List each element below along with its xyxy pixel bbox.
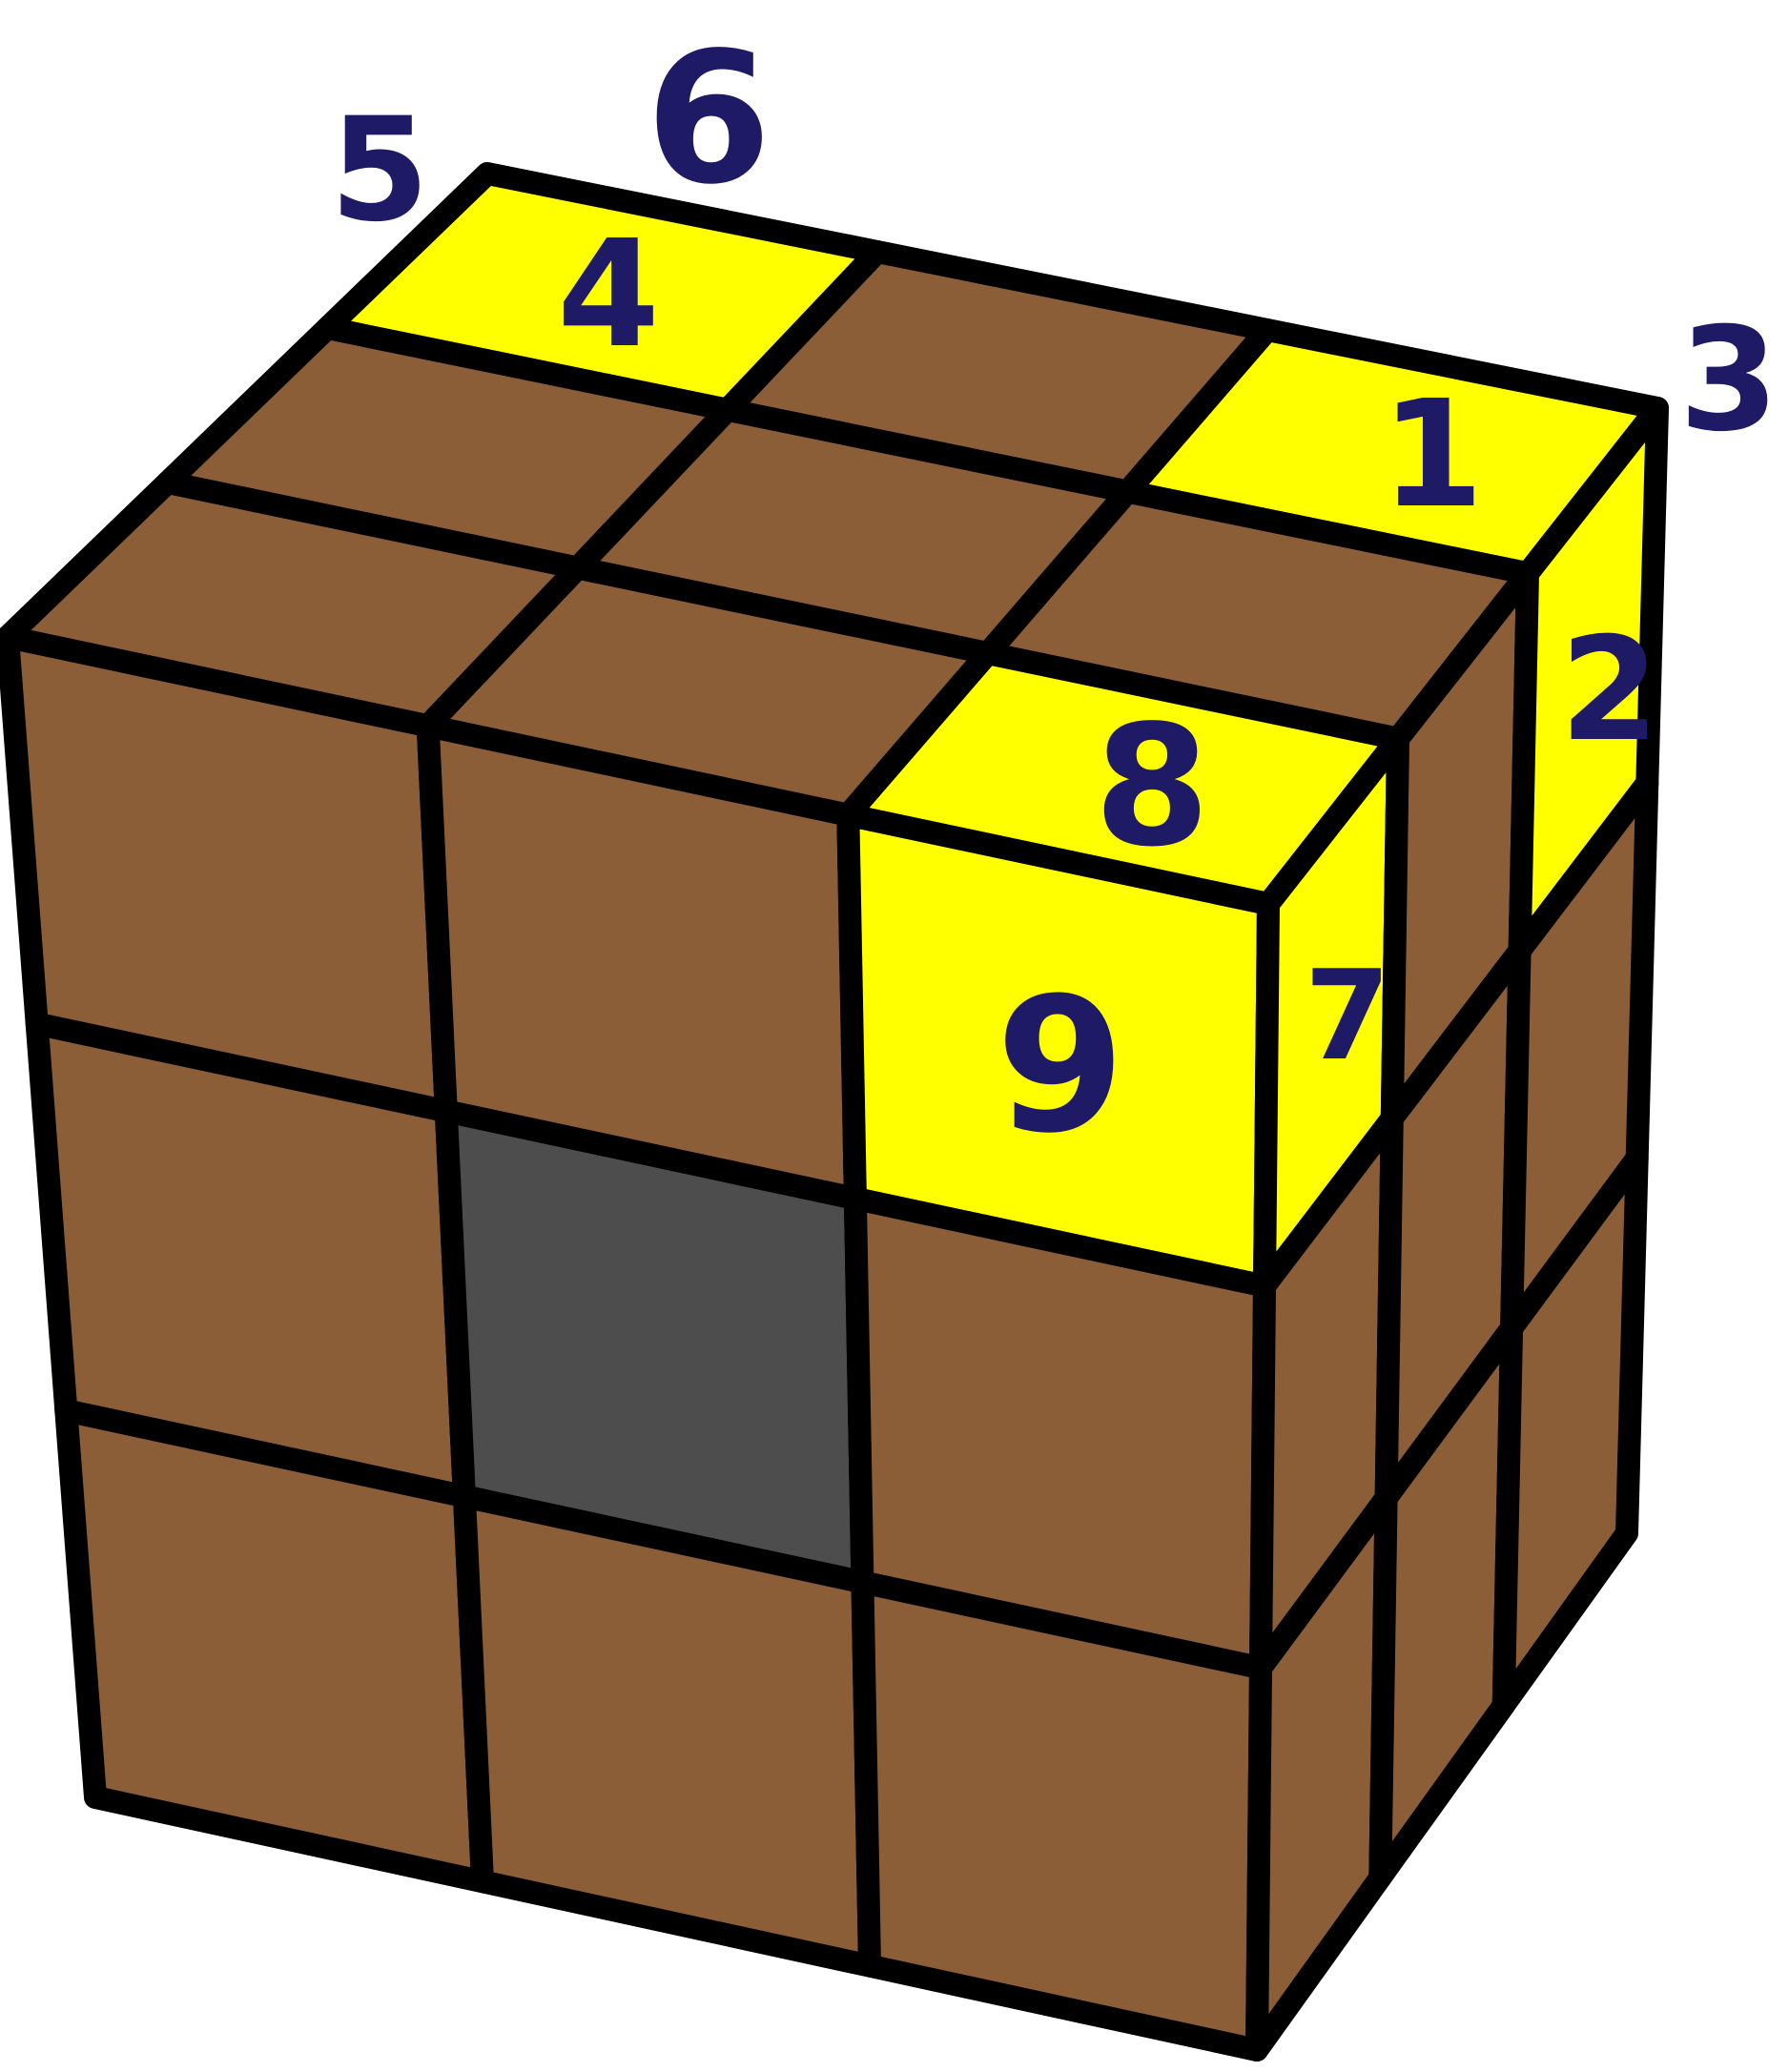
cube-faces	[0, 162, 1669, 2062]
label-8: 8	[1094, 690, 1210, 884]
label-3: 3	[1679, 297, 1779, 463]
cube-outline	[3, 169, 1662, 2055]
label-5: 5	[330, 88, 429, 254]
label-4: 4	[557, 208, 660, 380]
label-9: 9	[996, 957, 1125, 1174]
label-2: 2	[1560, 607, 1659, 773]
sticker-labels: 1 2 3 4 5 6 7 8 9	[330, 13, 1779, 1174]
label-6: 6	[646, 13, 771, 224]
label-7: 7	[1305, 943, 1390, 1088]
front-facelet-7	[54, 1399, 494, 1894]
label-1: 1	[1381, 368, 1484, 541]
